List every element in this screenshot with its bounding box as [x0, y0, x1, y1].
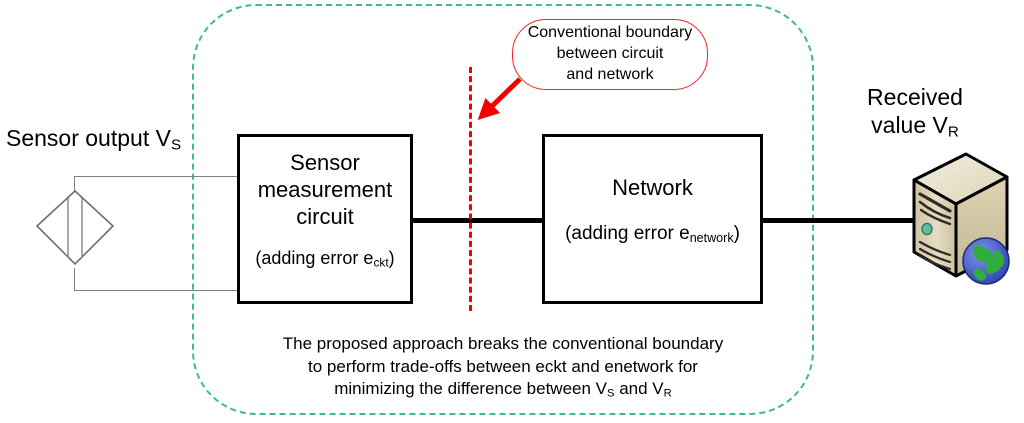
callout-line-2: between circuit: [556, 45, 664, 63]
server-led: [921, 222, 933, 236]
sensor-circuit-title: Sensor measurement circuit: [257, 150, 393, 230]
callout-line-3: and network: [566, 65, 654, 83]
network-title: Network: [612, 175, 693, 200]
caption-line-2: to perform trade-offs between eckt and e…: [308, 356, 698, 376]
sensor-diamond-icon: [35, 189, 115, 266]
caption-line-3-sub1: S: [607, 387, 615, 400]
sensor-circuit-subtitle-subscript: ckt: [373, 255, 389, 270]
conventional-boundary-callout[interactable]: Conventional boundary between circuit an…: [512, 19, 708, 90]
callout-line-1: Conventional boundary: [527, 24, 693, 42]
caption-line-3-prefix: minimizing the difference between V: [334, 379, 608, 399]
caption-line-3-mid: and V: [614, 379, 664, 399]
sensor-output-label-text: Sensor output V: [6, 125, 171, 151]
wire-circuit-to-network: [411, 218, 544, 223]
sensor-circuit-subtitle-suffix: ): [388, 248, 395, 269]
sensor-wire-left-bottom: [74, 268, 76, 291]
sensor-circuit-subtitle-prefix: (adding error e: [255, 248, 374, 269]
red-arrow-icon: [477, 77, 522, 121]
sensor-measurement-circuit-block[interactable]: Sensor measurement circuit (adding error…: [237, 134, 413, 304]
globe-icon: [962, 237, 1010, 285]
conventional-boundary-line: [469, 67, 472, 311]
received-value-line2: value V: [871, 112, 948, 139]
network-block[interactable]: Network (adding error enetwork): [542, 134, 763, 304]
sensor-output-subscript: S: [170, 136, 182, 154]
proposed-approach-caption: The proposed approach breaks the convent…: [193, 333, 813, 402]
received-value-line1: Received: [867, 84, 963, 110]
sensor-output-label: Sensor output VS: [6, 125, 182, 154]
wire-network-to-server: [761, 218, 919, 223]
network-subtitle: (adding error enetwork): [545, 223, 760, 245]
sensor-circuit-subtitle: (adding error eckt): [240, 248, 410, 270]
network-subtitle-subscript: network: [689, 230, 734, 245]
network-subtitle-prefix: (adding error e: [565, 223, 690, 244]
sensor-wire-left-top: [74, 176, 76, 198]
received-value-subscript: R: [947, 123, 959, 141]
conventional-boundary-callout-text: Conventional boundary between circuit an…: [528, 23, 693, 85]
network-subtitle-suffix: ): [733, 223, 740, 244]
caption-line-3: minimizing the difference between VS and…: [193, 378, 813, 401]
server-tower-icon: [912, 152, 1010, 285]
caption-line-3-sub2: R: [663, 387, 672, 400]
caption-line-1: The proposed approach breaks the convent…: [282, 334, 724, 353]
